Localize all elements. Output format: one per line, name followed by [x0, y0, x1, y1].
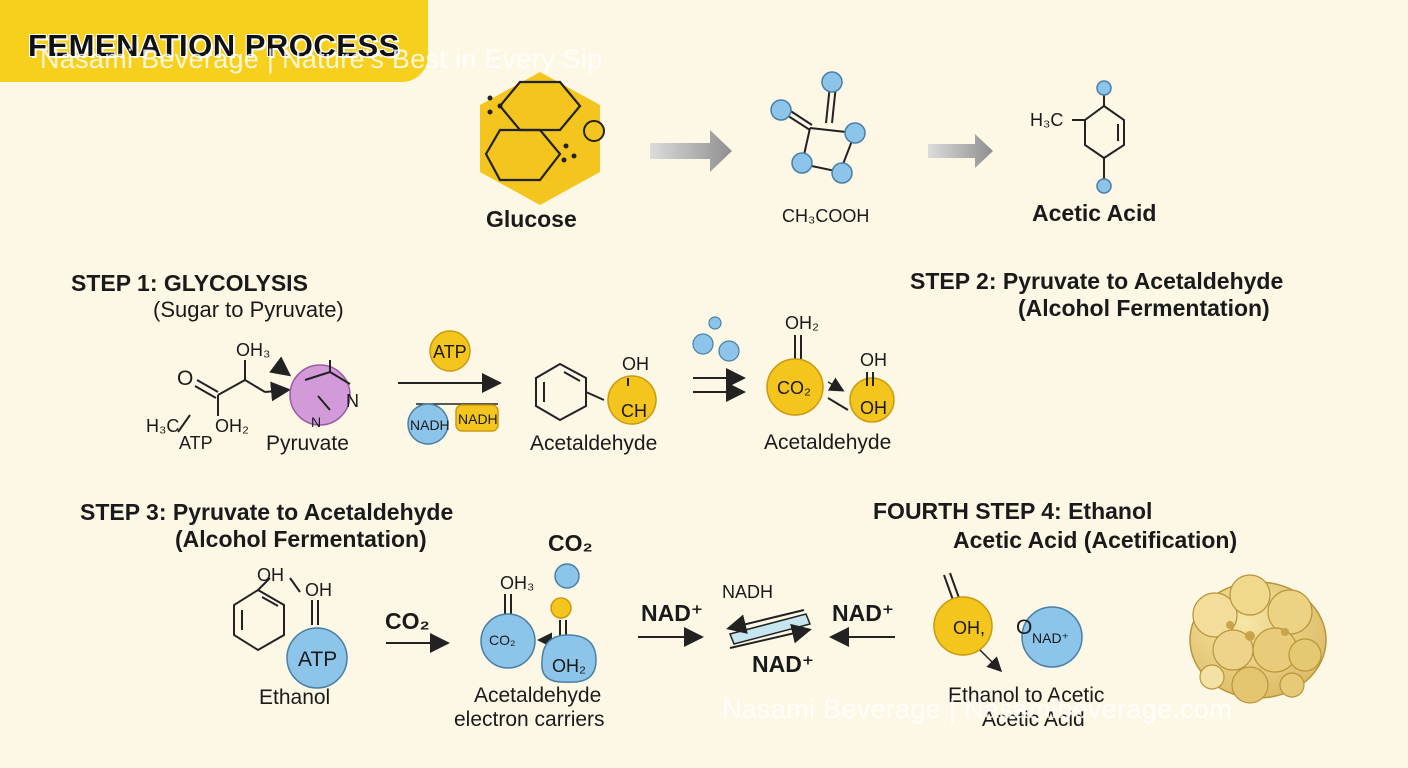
watermark-bottom: Nasami Beverage | Nasamibeverage.com: [722, 694, 1233, 724]
acetaldehyde-label-2: Acetaldehyde: [764, 431, 892, 454]
ald-oh: OH: [622, 354, 649, 374]
ring-atoms: [770, 71, 866, 184]
step1-oh3: OH₃: [236, 340, 271, 360]
glucose-molecule: [480, 72, 605, 205]
nadh-label-2: NADH: [458, 411, 498, 427]
acetaldehyde-label-1: Acetaldehyde: [530, 432, 658, 455]
atp-ball: [429, 330, 471, 372]
ald-ch: CH: [621, 401, 647, 421]
step4-label-2: Acetic Acid: [982, 708, 1085, 731]
exchange-arrows: [726, 609, 812, 649]
step3-atp: ATP: [298, 648, 338, 671]
pyruvate-label: Pyruvate: [266, 432, 349, 455]
atp-ball-step3: [286, 627, 348, 689]
step4-label-1: Ethanol to Acetic: [948, 684, 1105, 707]
step2-co2: CO₂: [777, 378, 811, 398]
title-banner: [0, 0, 428, 82]
step1-h3c: H₃C: [146, 416, 180, 436]
step2-oh-bottom: OH: [860, 398, 887, 418]
step3-oh2-ball: OH₂: [552, 656, 586, 676]
yeast-cluster-icon: [1189, 574, 1327, 704]
acetaldehyde-molecule-1: [535, 362, 605, 422]
atp-label: ATP: [433, 342, 467, 362]
step3-subtitle: (Alcohol Fermentation): [175, 526, 427, 552]
nadh-box: [455, 404, 499, 432]
co2-ball-step2: [766, 358, 824, 416]
nad-label-1: NAD⁺: [641, 600, 703, 626]
acetic-acid-label: Acetic Acid: [1032, 200, 1157, 226]
step3-oh3: OH₃: [500, 573, 535, 593]
step1-atp: ATP: [179, 433, 213, 453]
carrier-label-1: Acetaldehyde: [474, 684, 602, 707]
step4-nad-arrow: NAD⁺: [832, 600, 894, 626]
glucose-label: Glucose: [486, 206, 577, 232]
nadh-label: NADH: [722, 582, 774, 602]
nadh-label-1: NADH: [410, 417, 450, 433]
step1-n1: N: [346, 391, 359, 411]
step4-subtitle: Acetic Acid (Acetification): [953, 527, 1238, 553]
middle-formula: CH₃COOH: [782, 206, 870, 226]
nadh-ball: [407, 403, 449, 445]
phenol-molecule: [233, 577, 319, 652]
watermark-top: Nasami Beverage | Nature's Best in Every…: [40, 44, 603, 74]
step4-title: FOURTH STEP 4: Ethanol: [873, 498, 1153, 524]
acid-group: H₃C: [1030, 110, 1064, 130]
step2-oh2: OH₂: [785, 313, 819, 333]
top-arrow-2: [928, 134, 993, 168]
step4-nad-ball: NAD⁺: [1032, 630, 1069, 646]
oh-ball-step4: [933, 596, 993, 656]
step2-title: STEP 2: Pyruvate to Acetaldehyde: [910, 268, 1284, 294]
step4-o: O: [1016, 616, 1033, 639]
oh2-ball: [541, 634, 597, 683]
step1-subtitle: (Sugar to Pyruvate): [153, 297, 344, 322]
step3-co2-ball: CO₂: [489, 632, 516, 648]
co2-ball-step3: [480, 613, 536, 669]
step2-oh-top: OH: [860, 350, 887, 370]
nad-label-2: NAD⁺: [752, 651, 814, 677]
co2-big-label: CO₂: [548, 530, 593, 556]
carrier-label-2: electron carriers: [454, 708, 605, 731]
top-arrow-1: [650, 130, 732, 172]
step2-subtitle: (Alcohol Fermentation): [1018, 295, 1270, 321]
step1-skeleton: [177, 356, 292, 433]
nad-ball-step4: [1021, 606, 1083, 668]
step1-title: STEP 1: GLYCOLYSIS: [71, 270, 308, 296]
step1-o: O: [177, 367, 194, 390]
ethanol-label: Ethanol: [259, 686, 331, 709]
step4-oh-ball: OH,: [953, 618, 986, 638]
step3-title: STEP 3: Pyruvate to Acetaldehyde: [80, 499, 454, 525]
step1-n2: N: [311, 414, 322, 430]
co2-arrow-label: CO₂: [385, 608, 430, 634]
acetic-acid-molecule: [1072, 90, 1125, 180]
page-title: FEMENATION PROCESS: [28, 28, 400, 63]
step3-oh-a: OH: [257, 565, 284, 585]
step3-oh-b: OH: [305, 580, 332, 600]
step1-oh2: OH₂: [215, 416, 249, 436]
